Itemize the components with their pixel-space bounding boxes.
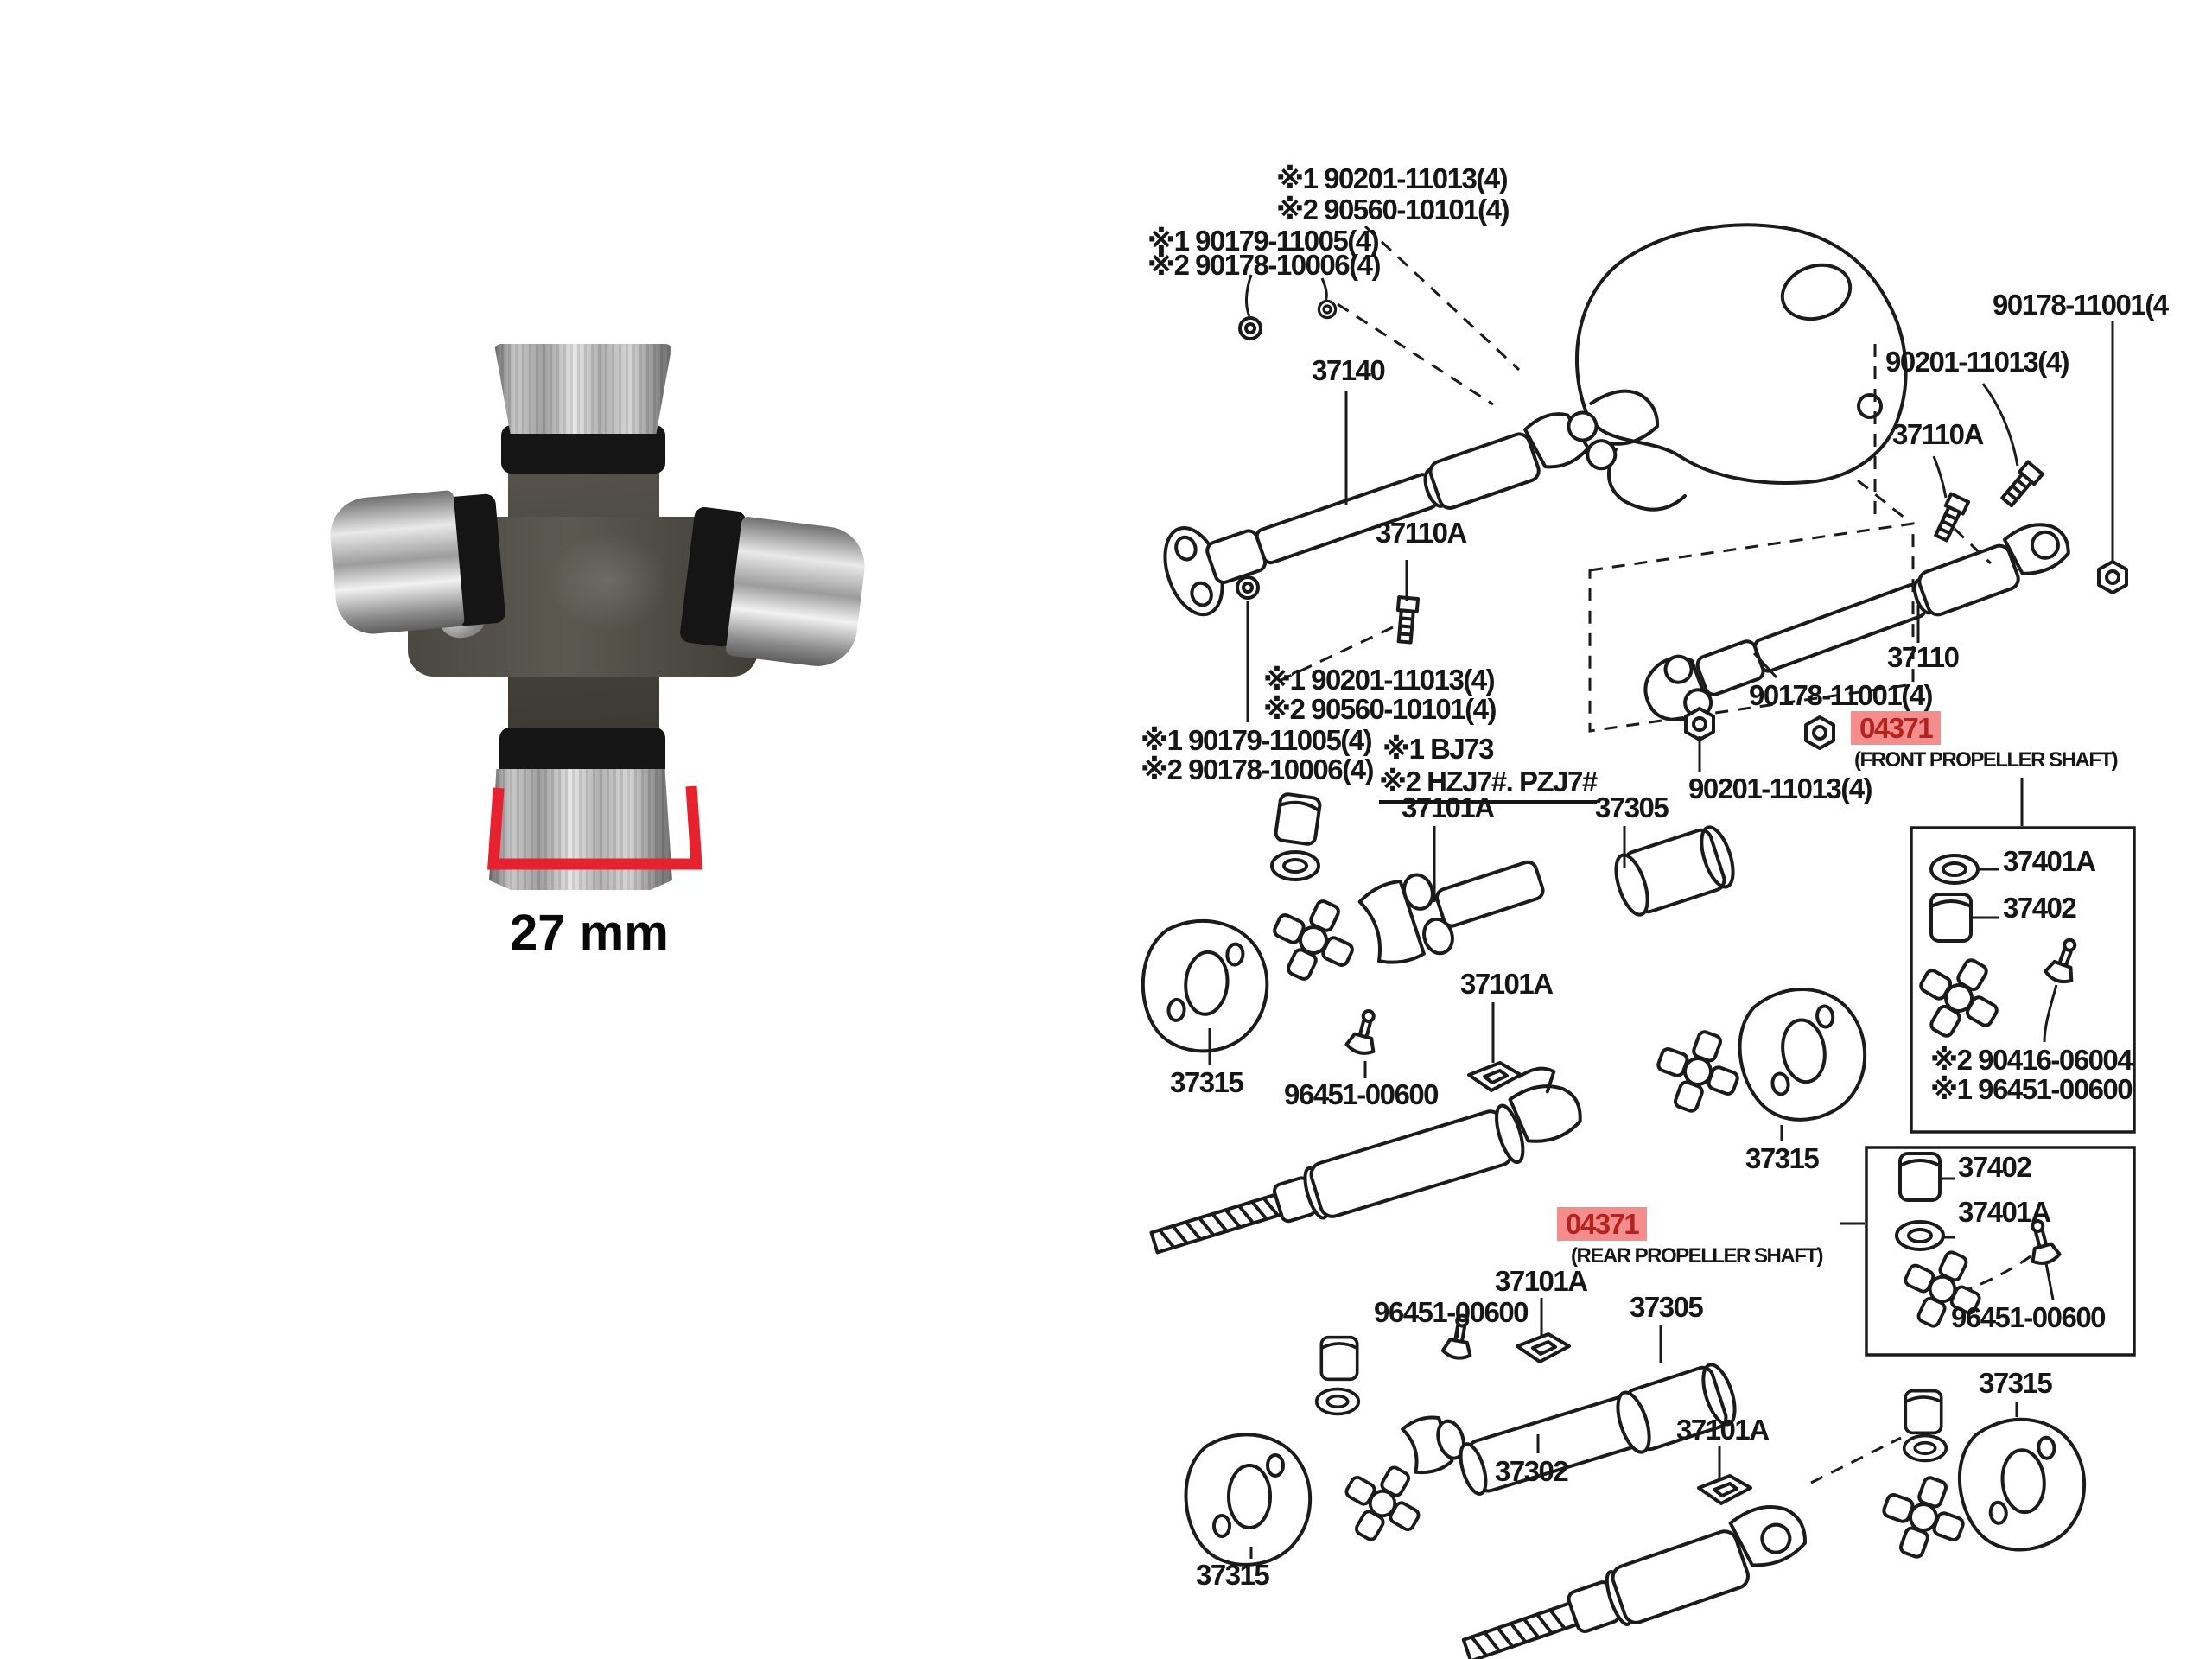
label-yoke-37101a-3: 37101A	[1495, 1265, 1588, 1297]
ujoint-body-highlight	[549, 531, 670, 631]
label-90560-cluster2: ※2 90560-10101(4)	[1263, 693, 1497, 725]
label-spider-96451-box2: 96451-00600	[1951, 1301, 2107, 1333]
label-snapring-37401a-front: 37401A	[2003, 845, 2096, 877]
label-spider-90416-front: ※2 90416-06004	[1930, 1044, 2133, 1076]
lower-right-parts	[1871, 1389, 2092, 1570]
front-shaft-37140-art	[1163, 389, 1660, 617]
label-90178-11001-right: 90178-11001(4	[1993, 289, 2169, 321]
label-90201-top: ※1 90201-11013(4)	[1276, 162, 1509, 194]
label-flange-37315-left: 37315	[1170, 1066, 1244, 1098]
label-front-shaft-37140: 37140	[1312, 354, 1386, 386]
label-90179-top: ※1 90179-11005(4)	[1147, 225, 1380, 257]
front-shaft-37110-art	[1643, 523, 2070, 721]
label-90560-top: ※2 90560-10101(4)	[1276, 194, 1510, 226]
rear-kit-code-04371[interactable]: 04371	[1557, 1207, 1648, 1241]
model-note-hzj7: ※2 HZJ7#. PZJ7#	[1379, 767, 1598, 804]
top-bearing-cap	[494, 344, 672, 434]
label-cup-37402-rear: 37402	[1958, 1151, 2032, 1183]
label-90201-right: 90201-11013(4)	[1885, 346, 2070, 378]
rear-kit-note: (REAR PROPELLER SHAFT)	[1571, 1244, 1824, 1268]
label-fitting-96451-rear: 96451-00600	[1374, 1296, 1529, 1328]
label-90201-cluster2: ※1 90201-11013(4)	[1263, 664, 1496, 696]
label-shaft-37110: 37110	[1887, 641, 1960, 673]
label-cup-37402-front: 37402	[2003, 892, 2077, 924]
front-kit-code-04371[interactable]: 04371	[1851, 711, 1942, 745]
label-37110a-mid: 37110A	[1376, 517, 1467, 549]
label-spider-96451-front: ※1 96451-00600	[1930, 1073, 2133, 1105]
label-flange-37315-right: 37315	[1745, 1142, 1820, 1174]
leader-lines	[1208, 274, 2114, 1559]
label-90178-top: ※2 90178-10006(4)	[1147, 249, 1381, 281]
label-fitting-96451-front: 96451-00600	[1284, 1078, 1440, 1110]
differential-housing	[1575, 223, 1908, 512]
label-bushing-37305-2: 37305	[1630, 1291, 1704, 1323]
dimension-label: 27 mm	[510, 905, 669, 961]
front-kit-note: (FRONT PROPELLER SHAFT)	[1854, 748, 2119, 772]
label-90178-cluster2: ※2 90178-10006(4)	[1141, 753, 1374, 785]
label-90179-cluster2: ※1 90179-11005(4)	[1141, 724, 1373, 756]
mid-exploded-parts	[1135, 791, 1875, 1255]
label-cushion-37101a-2: 37101A	[1460, 968, 1554, 1000]
label-cushion-37101a-4: 37101A	[1676, 1414, 1770, 1446]
rear-kit-box	[1865, 1146, 2136, 1357]
bottom-exploded-parts	[1184, 1311, 1807, 1659]
label-bushing-37305-1: 37305	[1595, 791, 1669, 823]
label-tube-37302: 37302	[1495, 1455, 1569, 1487]
label-flange-37315-lower-right: 37315	[1979, 1367, 2053, 1399]
label-yoke-37101a-1: 37101A	[1402, 791, 1495, 823]
bottom-bearing-cap	[489, 769, 672, 890]
label-37110a-right: 37110A	[1892, 418, 1984, 450]
model-note-bj73: ※1 BJ73	[1382, 733, 1495, 765]
label-90178-11001-front: 90178-11001(4)	[1749, 679, 1934, 711]
label-90201-mid: 90201-11013(4)	[1688, 772, 1873, 804]
label-snapring-37401a-rear: 37401A	[1958, 1196, 2051, 1228]
front-kit-box	[1903, 826, 2136, 1134]
label-flange-37315-bottom: 37315	[1196, 1559, 1270, 1591]
